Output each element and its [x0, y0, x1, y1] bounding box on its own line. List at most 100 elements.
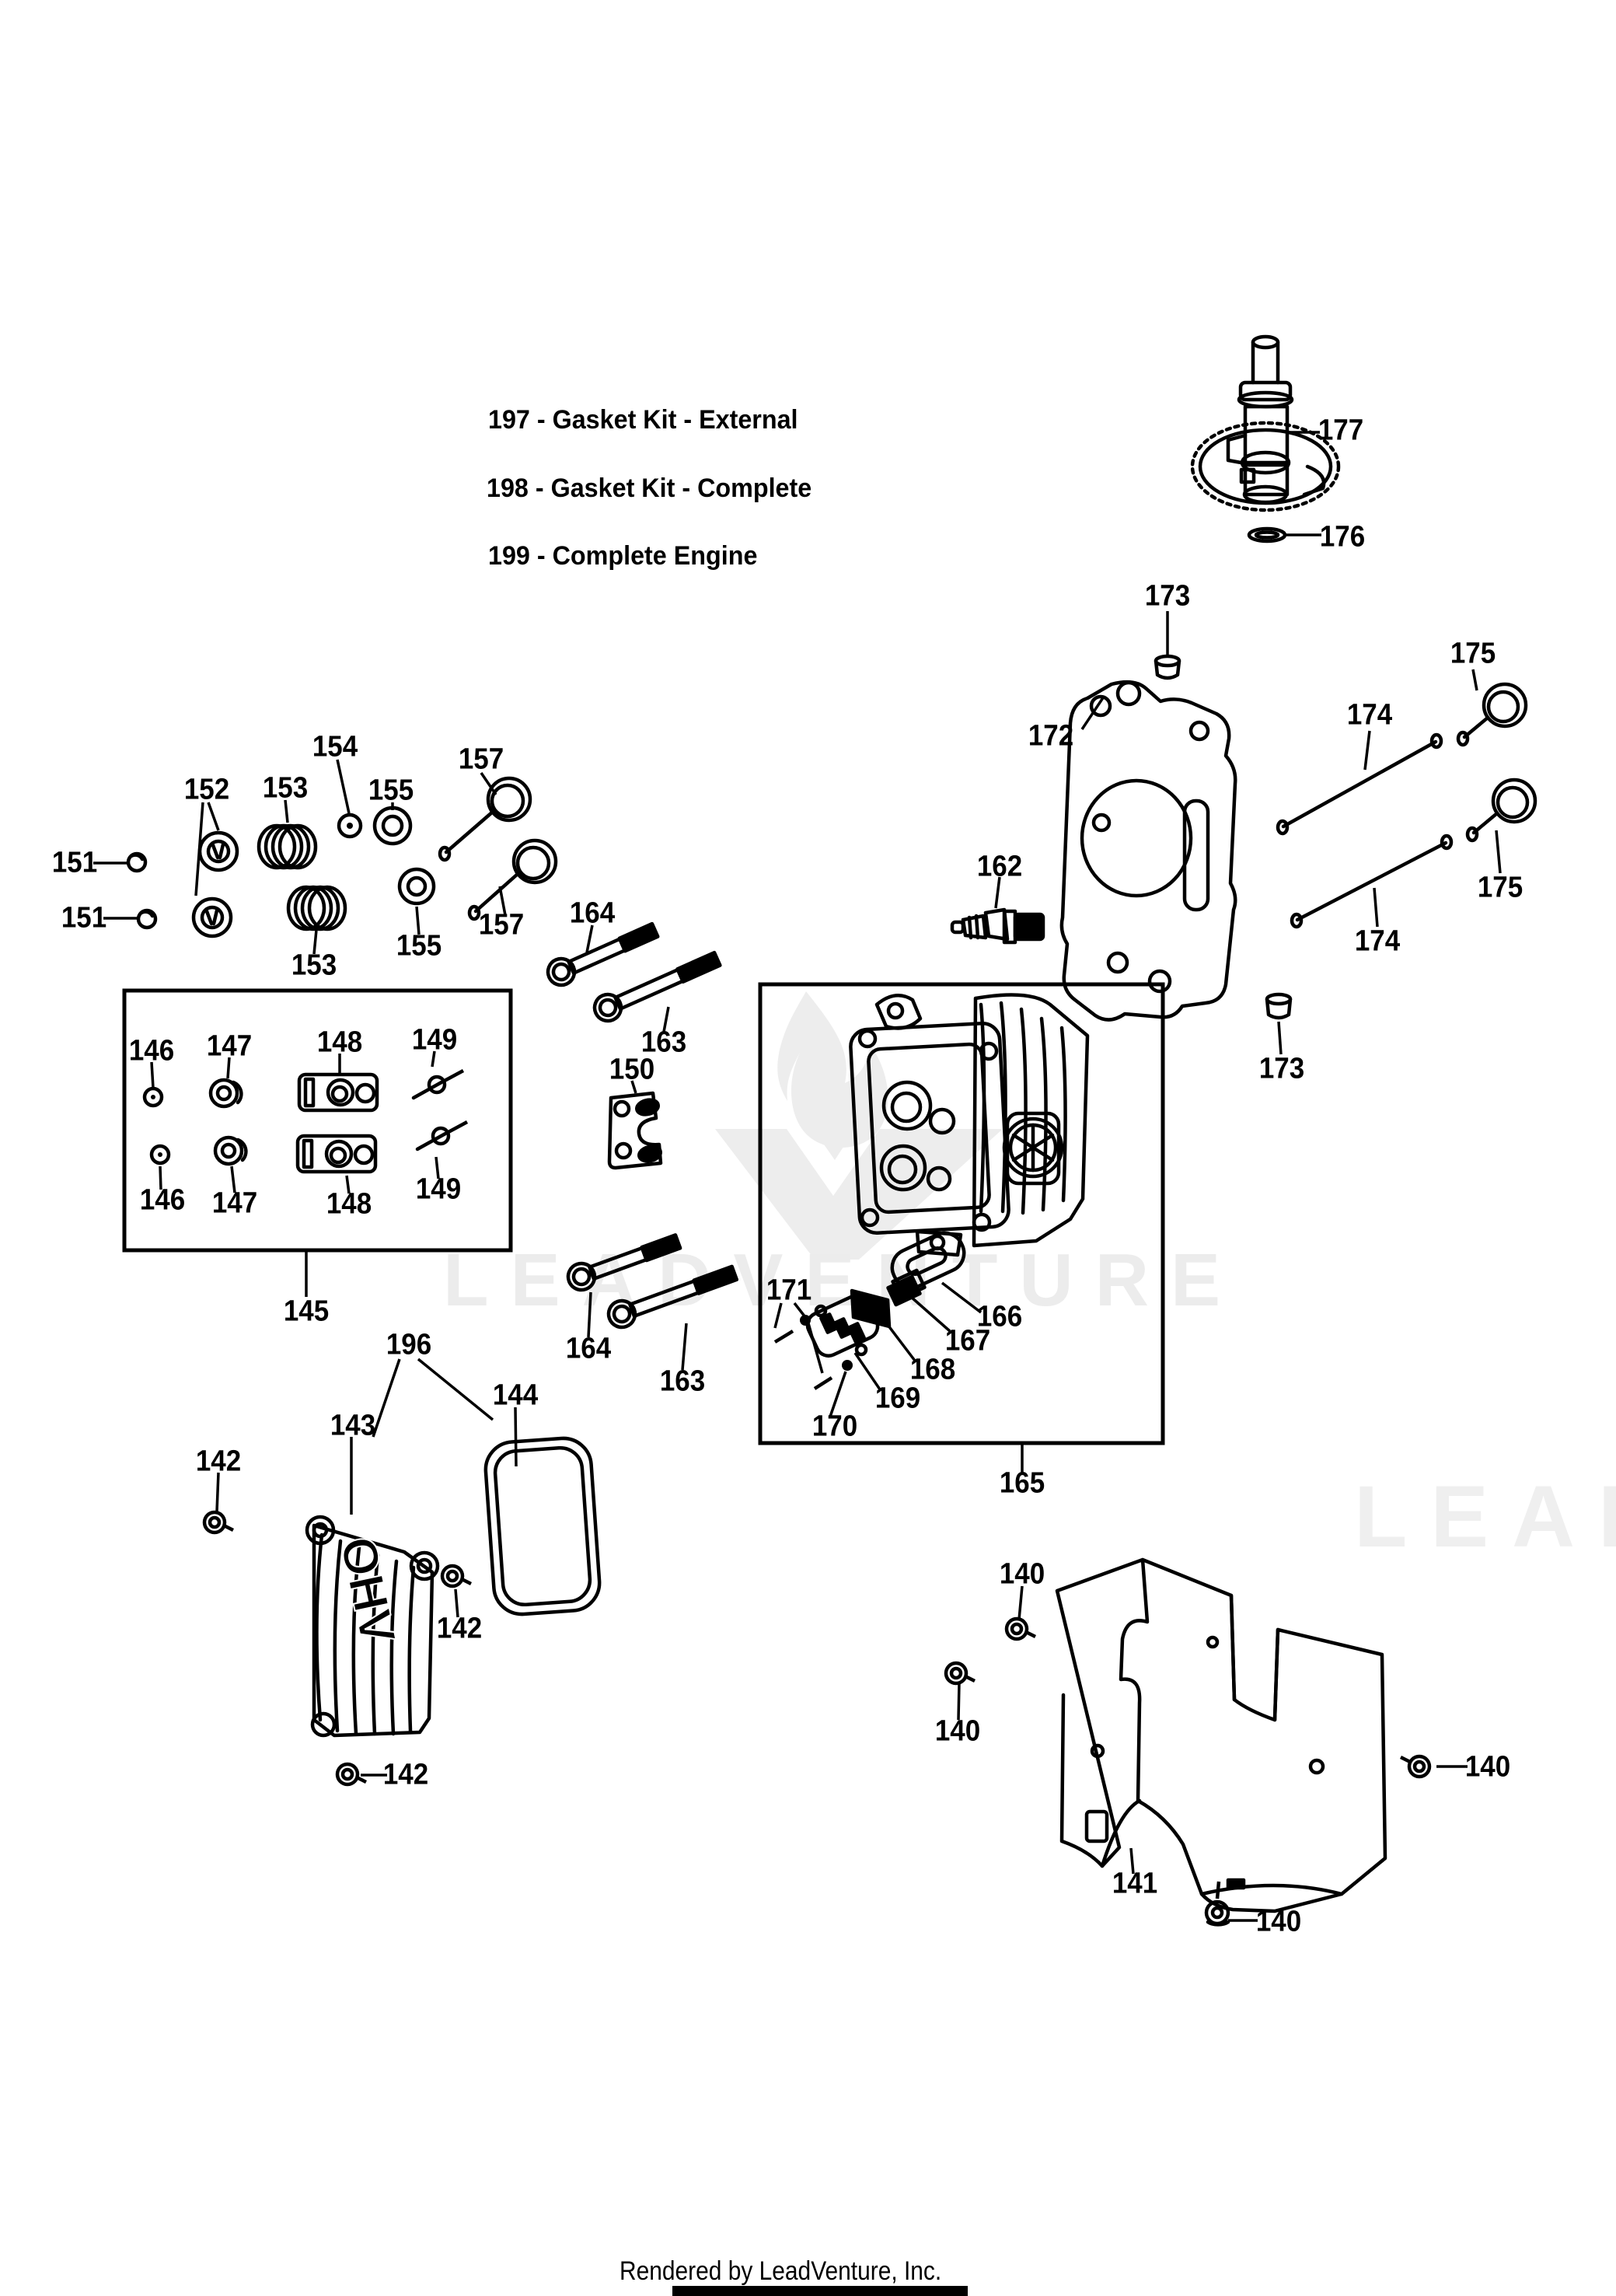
leader-line-52 — [957, 1683, 961, 1721]
part-label-149-16: 149 — [411, 1023, 458, 1057]
leader-line-6 — [336, 759, 351, 814]
leader-line-18 — [435, 1156, 440, 1179]
cover-screw-142-bottom — [335, 1762, 368, 1787]
part-label-142-46: 142 — [382, 1758, 429, 1791]
cover-screw-142-middle — [440, 1564, 473, 1588]
part-label-164-20: 164 — [569, 896, 616, 930]
header-line-199: 199 - Complete Engine — [488, 541, 758, 571]
valve-157-bottom — [467, 838, 558, 921]
part-label-146-10: 146 — [128, 1034, 175, 1068]
leader-line-4 — [284, 799, 289, 823]
header-line-197: 197 - Gasket Kit - External — [488, 405, 798, 435]
leader-line-17 — [431, 1050, 436, 1068]
part-label-174-36: 174 — [1354, 924, 1401, 958]
part-label-167-27: 167 — [944, 1324, 991, 1358]
rocker-stud-149-bottom — [415, 1120, 469, 1151]
shield-screw-140-bottom — [1204, 1881, 1230, 1927]
part-label-140-47: 140 — [999, 1557, 1045, 1591]
part-label-151-1: 151 — [61, 901, 107, 935]
part-label-153-4: 153 — [291, 949, 337, 982]
leader-line-49 — [454, 1588, 459, 1618]
breather-screw-171 — [773, 1315, 811, 1344]
part-label-169-29: 169 — [874, 1382, 921, 1415]
part-label-165-25: 165 — [999, 1466, 1045, 1500]
part-label-142-45: 142 — [436, 1612, 483, 1645]
head-bolt-163-lower — [606, 1264, 739, 1330]
part-label-153-3: 153 — [262, 771, 309, 805]
o-ring-176 — [1247, 526, 1287, 543]
tappet-173-bottom — [1265, 992, 1293, 1020]
part-label-196-41: 196 — [386, 1328, 432, 1361]
part-label-155-6: 155 — [368, 774, 414, 807]
tappet-173-top — [1154, 654, 1181, 680]
leader-line-33 — [793, 1302, 807, 1319]
leader-line-21 — [585, 924, 594, 953]
valve-157-top — [438, 776, 532, 862]
part-label-176-39: 176 — [1319, 520, 1366, 554]
leader-line-44 — [372, 1358, 401, 1438]
flame-icon — [777, 991, 888, 1148]
leader-line-47 — [514, 1407, 518, 1467]
part-label-152-2: 152 — [183, 773, 230, 806]
leader-line-28 — [909, 1295, 951, 1333]
valve-175-top — [1456, 682, 1528, 747]
part-label-143-42: 143 — [330, 1409, 376, 1442]
leader-line-34 — [807, 1323, 824, 1374]
leader-line-10 — [498, 886, 507, 916]
part-label-162-24: 162 — [976, 850, 1023, 883]
part-label-170-30: 170 — [811, 1410, 858, 1443]
part-label-141-51: 141 — [1112, 1867, 1158, 1900]
leader-line-55 — [1129, 1847, 1135, 1875]
leader-line-27 — [941, 1281, 983, 1314]
part-label-173-34: 173 — [1258, 1052, 1305, 1085]
rocker-arm-148-bottom — [295, 1134, 378, 1174]
leader-line-40 — [1471, 669, 1478, 691]
valve-keeper-154 — [337, 813, 363, 839]
rocker-group-box-145 — [122, 988, 513, 1253]
leader-line-11 — [150, 1061, 155, 1089]
valve-cap-151-bottom — [136, 908, 158, 930]
part-label-157-9: 157 — [478, 908, 525, 942]
valve-seal-155-top — [372, 806, 413, 846]
head-bolt-164-lower — [566, 1233, 682, 1292]
part-label-140-50: 140 — [1255, 1905, 1302, 1938]
rocker-pivot-147-bottom — [213, 1135, 248, 1166]
part-label-148-14: 148 — [316, 1026, 363, 1059]
heat-shield-141 — [1055, 1557, 1387, 1913]
part-label-173-33: 173 — [1144, 579, 1191, 613]
leader-line-14 — [230, 1165, 236, 1193]
part-label-144-43: 144 — [492, 1379, 539, 1412]
part-label-147-12: 147 — [206, 1029, 253, 1063]
part-label-171-31: 171 — [766, 1274, 812, 1307]
leader-line-29 — [879, 1314, 916, 1362]
header-line-198: 198 - Gasket Kit - Complete — [487, 474, 812, 503]
part-label-157-8: 157 — [458, 743, 504, 776]
push-rod-guide-plate-150 — [607, 1091, 663, 1170]
part-label-175-38: 175 — [1477, 871, 1524, 904]
leader-line-38 — [1363, 730, 1371, 771]
head-bolt-163-upper — [592, 950, 722, 1023]
push-rod-174-top — [1276, 732, 1443, 836]
leader-line-37 — [1277, 1021, 1283, 1055]
camshaft-assembly-177 — [1190, 334, 1341, 512]
part-label-140-49: 140 — [1464, 1750, 1511, 1784]
render-credit: Rendered by LeadVenture, Inc. — [620, 2256, 942, 2286]
valve-spring-153-top — [257, 823, 318, 870]
cylinder-head-gasket-172 — [1059, 680, 1237, 1022]
group-boxes — [122, 982, 1165, 1445]
group-leader-lines — [93, 431, 1502, 1922]
leader-line-31 — [829, 1371, 847, 1417]
leader-line-24 — [681, 1323, 688, 1371]
watermark-wordmark-partial: LEADVENTURE — [1354, 1468, 1616, 1565]
part-label-168-28: 168 — [909, 1353, 956, 1386]
leader-line-12 — [159, 1165, 162, 1190]
cover-screw-142-left — [202, 1510, 235, 1535]
breather-gasket-166 — [890, 1231, 966, 1290]
part-label-155-7: 155 — [396, 929, 442, 963]
part-label-147-13: 147 — [211, 1186, 258, 1220]
leader-line-22 — [662, 1006, 670, 1033]
part-label-150-19: 150 — [609, 1053, 655, 1086]
